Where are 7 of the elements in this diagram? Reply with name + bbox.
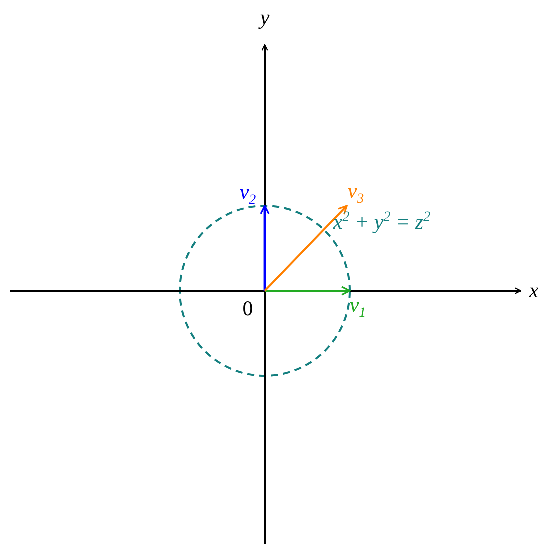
origin-label: 0 [242,298,254,320]
vector-label: v$_{1}$ [350,294,366,322]
axis-label: x [529,280,539,302]
equation-label: x$^{2}$ + y$^{2}$ = z$^{2}$ [333,211,431,233]
vector-label: v$_{3}$ [348,180,364,208]
vector-label: v$_{2}$ [240,182,256,208]
axis-label: y [260,8,270,28]
